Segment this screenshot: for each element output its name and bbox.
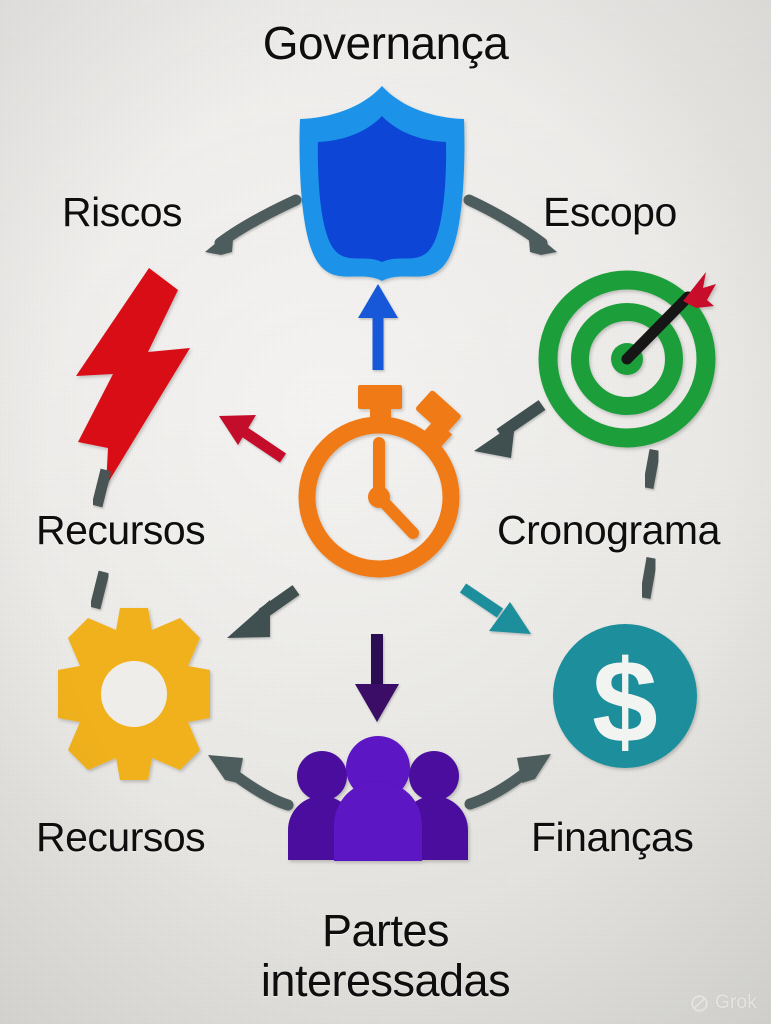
straight-arrow-stopwatch-to-shield [358, 284, 398, 370]
target-icon [538, 270, 716, 448]
label-partes-line1: Partes [321, 905, 450, 956]
dash-riscos-upper [91, 468, 112, 508]
curved-arrow-people-to-gear [208, 755, 294, 811]
straight-arrow-stopwatch-to-riscos [219, 415, 287, 463]
dollar-coin-icon: $ [553, 624, 697, 768]
svg-text:$: $ [592, 636, 658, 768]
grok-watermark: Grok [690, 992, 757, 1014]
dash-riscos-lower [89, 570, 110, 610]
straight-arrow-stopwatch-to-gear [227, 585, 300, 638]
label-escopo: Escopo [543, 189, 677, 235]
label-recursos-bottom: Recursos [36, 814, 206, 860]
label-financas: Finanças [531, 814, 694, 860]
label-recursos-left: Recursos [36, 507, 206, 553]
grok-logo-icon [691, 994, 708, 1012]
lightning-bolt-icon [76, 268, 190, 486]
curved-arrow-shield-to-riscos [205, 194, 302, 255]
label-governanca: Governança [262, 17, 509, 69]
shield-icon [299, 86, 465, 281]
straight-arrow-stopwatch-to-people [355, 634, 399, 722]
label-partes-line2: interessadas [260, 955, 511, 1006]
label-riscos: Riscos [62, 189, 183, 235]
dash-crono-upper [642, 449, 661, 489]
straight-arrow-stopwatch-to-dollar [459, 583, 531, 634]
gear-icon [58, 608, 210, 780]
stopwatch-icon [298, 385, 461, 578]
dash-crono-lower [639, 557, 658, 599]
curved-arrow-people-to-dollar [464, 754, 551, 810]
people-group-icon [288, 736, 468, 861]
label-partes-interessadas: Partes interessadas [0, 906, 771, 1006]
grok-watermark-text: Grok [715, 992, 757, 1013]
straight-arrow-target-to-stopwatch [474, 400, 546, 458]
curved-arrow-shield-to-escopo [463, 194, 557, 255]
label-cronograma: Cronograma [497, 507, 720, 553]
